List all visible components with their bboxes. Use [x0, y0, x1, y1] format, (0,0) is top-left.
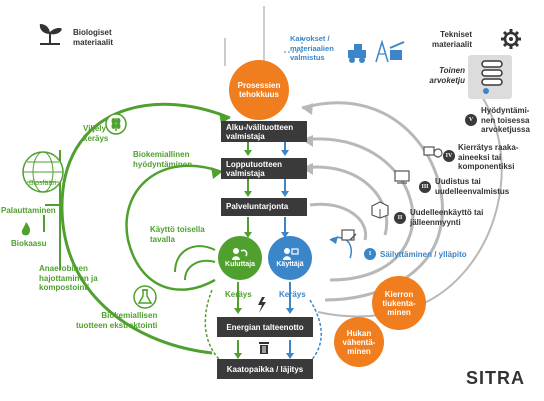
- loop-v-label: Hyödyntämi- nen toisessa arvoketjussa: [481, 106, 530, 134]
- maintenance-tool-icon: [340, 226, 358, 249]
- loop-i-badge: I: [364, 248, 376, 260]
- loop-iv-badge: IV: [443, 150, 455, 162]
- user-icon: [283, 248, 299, 260]
- leaf-sprout-icon: [36, 22, 64, 51]
- second-value-chain-box: [468, 55, 512, 99]
- stage-final-manufacturer: Lopputuotteen valmistaja: [221, 158, 307, 179]
- user-label: Käyttäjä: [276, 261, 304, 268]
- technical-materials-header: Tekniset materiaalit: [432, 30, 473, 49]
- consumer-circle: Kuluttaja: [218, 236, 262, 280]
- biochemical-utilisation-label: Biokemiallinen hyödyntäminen: [133, 150, 193, 169]
- stage-service-provider: Palveluntarjonta: [221, 198, 307, 216]
- biosphere-globe-icon: [21, 150, 65, 199]
- loop-iv-label: Kierrätys raaka- aineeksi tai komponenti…: [458, 143, 519, 171]
- biosphere-label: Biosfääri: [29, 180, 57, 187]
- reuse-box-icon: [370, 199, 390, 224]
- flask-icon: [133, 285, 157, 314]
- refurbish-icon: [393, 168, 413, 191]
- biochemical-extraction-label: Biokemiallisen tuotteen ekstraktointi: [76, 311, 158, 330]
- collect-left-label: Keräys: [225, 290, 252, 299]
- mining-machinery-icon: [346, 38, 406, 71]
- waste-reduction-circle: Hukan vähentä- minen: [334, 317, 384, 367]
- wheat-icon: [105, 113, 127, 140]
- energy-recovery-box: Energian talteenotto: [217, 317, 313, 337]
- trash-bin-icon: [258, 341, 270, 359]
- loop-iii-label: Uudistus tai uudelleenvalmistus: [435, 177, 510, 196]
- loop-v-badge: V: [465, 114, 477, 126]
- loop-i-label: Säilyttäminen / ylläpito: [380, 250, 467, 259]
- stacked-rings-icon: [481, 60, 503, 94]
- biogas-label: Biokaasu: [11, 239, 47, 248]
- loop-tightening-circle: Kierron tiukenta- minen: [372, 276, 426, 330]
- sitra-logo: SITRA: [466, 368, 525, 388]
- loop-ii-label: Uudelleenkäyttö tai jälleenmyynti: [410, 208, 484, 227]
- flame-icon: [21, 222, 31, 241]
- biological-materials-header: Biologiset materiaalit: [73, 28, 114, 47]
- stage-intermediate-manufacturer: Alku-/välituotteen valmistaja: [221, 121, 307, 142]
- consumer-icon: [232, 248, 248, 260]
- anaerobic-digestion-label: Anaerobinen hajottaminen ja kompostointi: [39, 264, 98, 292]
- user-circle: Käyttäjä: [268, 236, 312, 280]
- components-icon: [423, 143, 443, 166]
- consumer-label: Kuluttaja: [225, 261, 255, 268]
- other-use-label: Käyttö toisella tavalla: [150, 225, 205, 244]
- loop-ii-badge: II: [394, 212, 406, 224]
- mines-materials-label: Kaivokset / materiaalien valmistus: [290, 34, 334, 62]
- process-efficiency-circle: Prosessien tehokkuus: [229, 60, 289, 120]
- collect-right-label: Keräys: [279, 290, 306, 299]
- gear-icon: [500, 28, 522, 55]
- landfill-box: Kaatopaikka / läjitys: [217, 359, 313, 379]
- loop-iii-badge: III: [419, 181, 431, 193]
- second-value-chain-label: Toinen arvoketju: [429, 66, 465, 85]
- return-label: Palauttaminen: [1, 206, 56, 215]
